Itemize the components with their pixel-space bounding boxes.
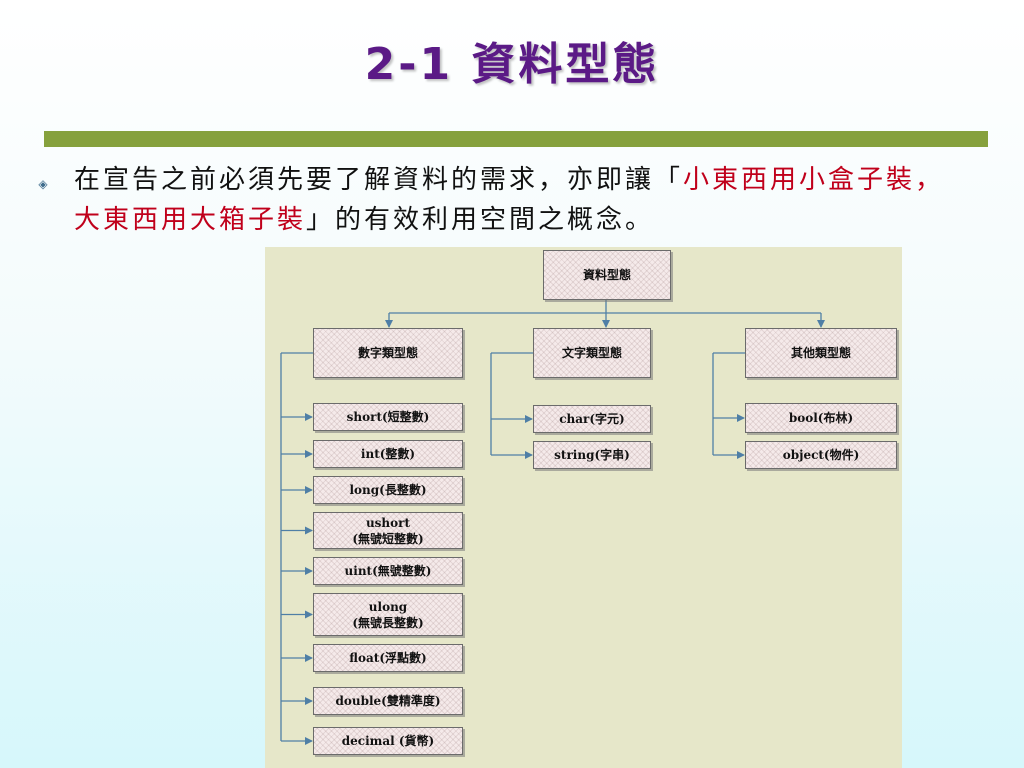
type-box-0-2: long(長整數) [313, 476, 463, 504]
bullet-text: 在宣告之前必須先要了解資料的需求，亦即讓「小東西用小盒子裝， 大東西用大箱子裝」的… [74, 160, 954, 240]
diagram-connectors [280, 300, 825, 745]
category-box-2: 其他類型態 [745, 328, 897, 378]
bullet-text-highlight-large: 大東西用大箱子裝 [74, 205, 307, 235]
bullet-text-intro: 在宣告之前必須先要了解資料的需求，亦即讓「 [74, 165, 684, 195]
slide-title: 2-1 資料型態 [364, 39, 660, 90]
bullet-text-highlight-small: 小東西用小盒子裝， [683, 165, 945, 195]
category-box-1: 文字類型態 [533, 328, 651, 378]
type-box-0-7: double(雙精準度) [313, 687, 463, 715]
type-box-0-8: decimal (貨幣) [313, 727, 463, 755]
title-divider [44, 131, 988, 147]
root-type-box: 資料型態 [543, 250, 671, 300]
type-box-0-3: ushort (無號短整數) [313, 512, 463, 549]
diamond-bullet-icon: ◈ [38, 177, 48, 191]
type-box-0-1: int(整數) [313, 440, 463, 468]
bullet-text-outro: 」的有效利用空間之概念。 [306, 205, 655, 235]
data-type-diagram: 資料型態數字類型態 short(短整數) int(整數) long(長整數) ushor… [265, 247, 902, 768]
category-box-0: 數字類型態 [313, 328, 463, 378]
type-box-0-6: float(浮點數) [313, 644, 463, 672]
type-box-1-1: string(字串) [533, 441, 651, 469]
type-box-1-0: char(字元) [533, 405, 651, 433]
type-box-0-4: uint(無號整數) [313, 557, 463, 585]
type-box-0-5: ulong (無號長整數) [313, 593, 463, 636]
type-box-2-1: object(物件) [745, 441, 897, 469]
type-box-0-0: short(短整數) [313, 403, 463, 431]
type-box-2-0: bool(布林) [745, 403, 897, 433]
